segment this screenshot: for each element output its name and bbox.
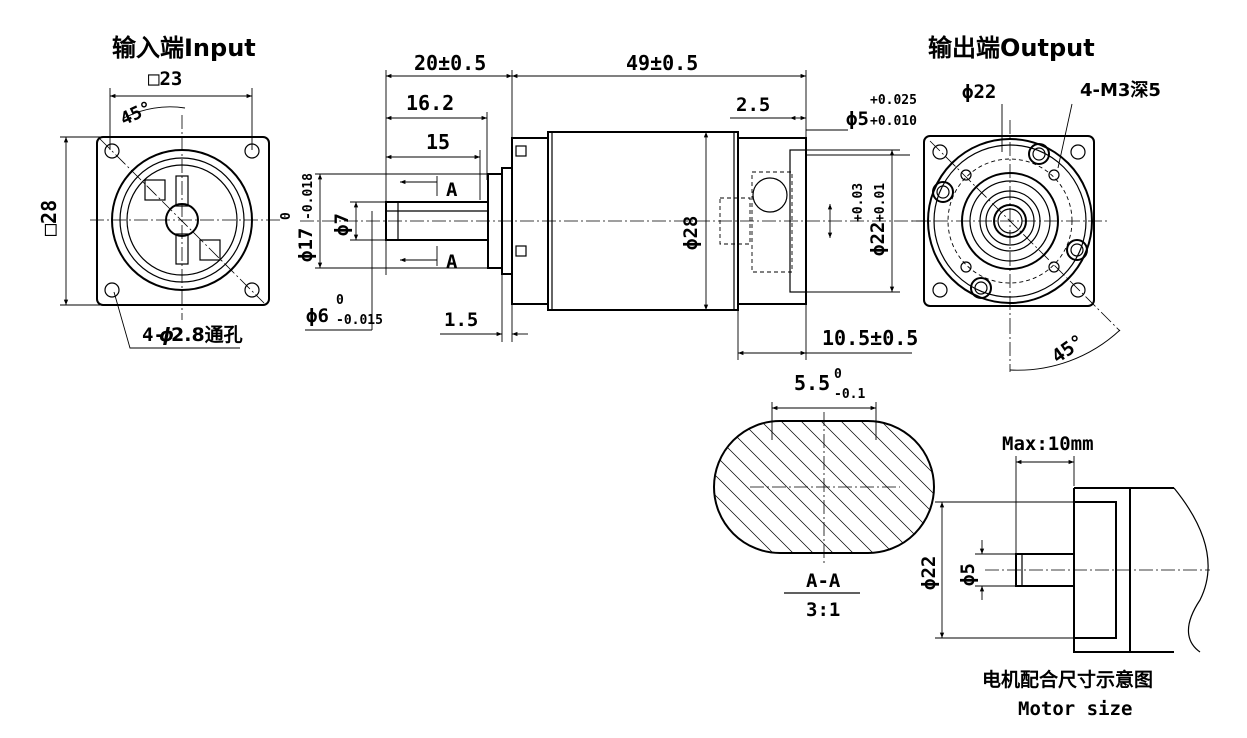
section-name: A-A [806, 570, 841, 592]
center-line [99, 138, 265, 304]
body-dia: ϕ28 [680, 216, 702, 250]
motor-max: Max:10mm [1002, 433, 1094, 455]
corner-hole [104, 143, 120, 159]
threaded-hole [1028, 143, 1050, 165]
coupling-slot [199, 239, 221, 261]
leader-line [113, 291, 240, 349]
small-hole [1048, 169, 1060, 181]
shaft-section [713, 420, 935, 554]
shaft-dia: ϕ7 [331, 213, 353, 236]
corner-hole [104, 282, 120, 298]
input-view: 输入端Input □23 45° □28 4- [37, 34, 282, 349]
output-dia: ϕ22 [962, 81, 996, 103]
pilot-tol-lo: +0.010 [870, 114, 917, 129]
output-angle: 45° [1048, 330, 1089, 368]
section-hatch [714, 421, 934, 553]
rear-length: 10.5±0.5 [822, 326, 918, 350]
threaded-hole [936, 185, 950, 199]
hidden-outline [751, 171, 793, 273]
threaded-hole [1032, 147, 1046, 161]
corner-hole [932, 144, 948, 160]
input-flange-square [96, 136, 270, 306]
angle-arc [1009, 329, 1121, 371]
small-hole [960, 169, 972, 181]
threaded-hole [1070, 243, 1084, 257]
boss-dia: ϕ17 [295, 228, 317, 262]
motor-dia-outer: ϕ22 [918, 556, 940, 590]
output-threads: 4-M3深5 [1080, 79, 1161, 101]
dia-symbol: ϕ [159, 324, 174, 346]
output-title: 输出端Output [928, 34, 1095, 62]
break-line [1173, 487, 1209, 653]
pilot-dia: ϕ5 [846, 108, 869, 130]
corner-hole [1070, 282, 1086, 298]
input-angle: 45° [117, 97, 155, 130]
motor-flange-inner [1074, 501, 1117, 639]
flange-thickness: 2.5 [736, 94, 770, 116]
threaded-hole [932, 181, 954, 203]
motor-view: Max:10mm ϕ22 ϕ5 电机配合尺寸示意图 Motor size [918, 433, 1210, 720]
coupling-slot [144, 179, 166, 201]
angle-arc [123, 106, 186, 119]
corner-hole [932, 282, 948, 298]
input-holes: 4- [142, 324, 165, 346]
threaded-hole [970, 277, 992, 299]
shaft-len-1: 16.2 [406, 91, 454, 115]
side-view: 20±0.5 49±0.5 16.2 15 2.5 ϕ5 +0.025 +0.0… [279, 51, 930, 360]
length-body: 49±0.5 [626, 51, 698, 75]
section-label-bottom: A [446, 251, 458, 273]
flange-screw [515, 245, 527, 257]
input-title: 输入端Input [112, 34, 256, 62]
motor-caption-en: Motor size [1018, 698, 1132, 720]
boss-tol-lo: -0.018 [301, 173, 316, 220]
out-tol-up: +0.03 [851, 183, 866, 222]
threaded-hole [1066, 239, 1088, 261]
small-hole [1048, 261, 1060, 273]
gap-dim: 1.5 [444, 309, 478, 331]
section-scale: 3:1 [806, 599, 840, 621]
rear-boss [752, 177, 788, 213]
shaft-tol-up: 0 [336, 293, 344, 308]
out-dia: ϕ22 [867, 222, 889, 256]
center-line [929, 140, 1121, 332]
threaded-hole [974, 281, 988, 295]
input-holes-dia: 2.8通孔 [171, 324, 243, 346]
flat-tol-up: 0 [834, 367, 842, 382]
input-outer-square: □28 [37, 200, 61, 236]
length-front: 20±0.5 [414, 51, 486, 75]
small-hole [960, 261, 972, 273]
corner-hole [244, 143, 260, 159]
corner-hole [1070, 144, 1086, 160]
flat-dim: 5.5 [794, 371, 830, 395]
section-label-top: A [446, 179, 458, 201]
pilot-tol-up: +0.025 [870, 93, 917, 108]
output-view: 输出端Output ϕ22 4-M3深5 [912, 34, 1161, 372]
out-tol-lo: +0.01 [873, 183, 888, 222]
shaft-tol-lo: -0.015 [336, 313, 383, 328]
motor-dia-inner: ϕ5 [957, 563, 979, 586]
boss-tol-up: 0 [279, 212, 294, 220]
motor-caption-cn: 电机配合尺寸示意图 [982, 668, 1153, 691]
shaft-len-2: 15 [426, 130, 450, 154]
shaft-tol-dia: ϕ6 [306, 305, 329, 327]
corner-hole [244, 282, 260, 298]
section-view: 5.5 0 -0.1 A-A 3:1 [713, 367, 935, 621]
flange-screw [515, 145, 527, 157]
input-square-size: □23 [148, 68, 182, 90]
flat-tol-lo: -0.1 [834, 387, 865, 402]
